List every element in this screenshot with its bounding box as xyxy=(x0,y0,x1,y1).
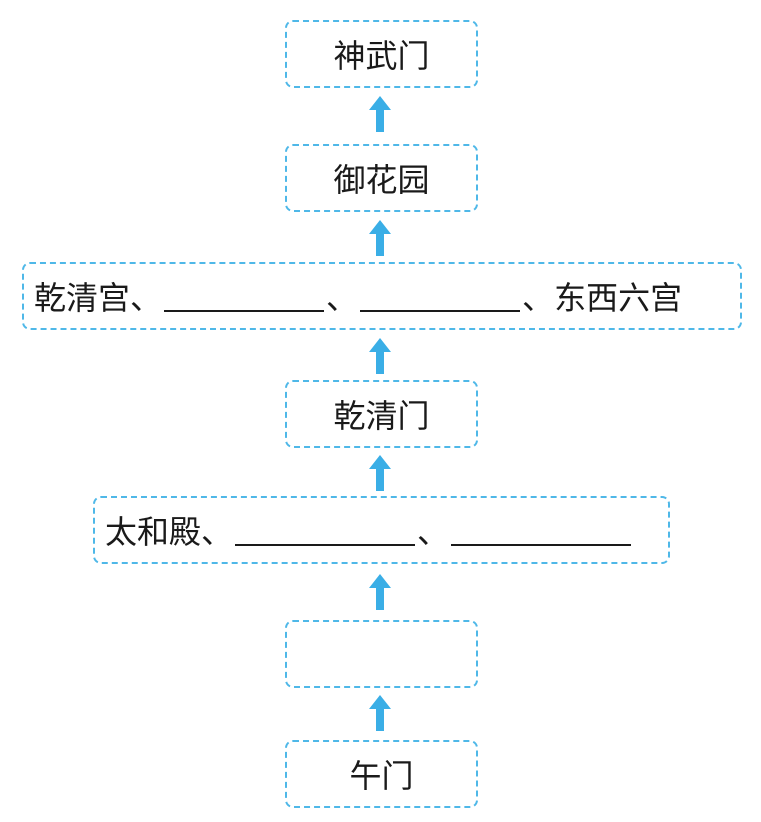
box-label: 神武门 xyxy=(333,37,430,75)
box-qianqinggong-group: 乾清宫 、 、 、 东西六宫 xyxy=(22,262,742,330)
up-arrow-icon xyxy=(369,695,391,731)
up-arrow-icon xyxy=(369,455,391,491)
item-taihedian: 太和殿 xyxy=(105,513,202,551)
up-arrow-icon xyxy=(369,220,391,256)
blank-line xyxy=(360,280,521,312)
separator: 、 xyxy=(522,279,555,317)
up-arrow-icon xyxy=(369,574,391,610)
box-qianqingmen: 乾清门 xyxy=(285,380,478,448)
item-qianqinggong: 乾清宫 xyxy=(34,279,131,317)
blank-line xyxy=(451,514,632,546)
box-shenwumen: 神武门 xyxy=(285,20,478,88)
box-empty xyxy=(285,620,478,688)
item-dongxiliugong: 东西六宫 xyxy=(554,279,683,317)
box-yuhuayuan: 御花园 xyxy=(285,144,478,212)
box-label: 御花园 xyxy=(333,161,430,199)
separator: 、 xyxy=(130,279,163,317)
blank-line xyxy=(164,280,325,312)
up-arrow-icon xyxy=(369,96,391,132)
separator: 、 xyxy=(417,513,450,551)
box-label: 乾清门 xyxy=(333,397,430,435)
separator: 、 xyxy=(201,513,234,551)
blank-line xyxy=(235,514,416,546)
separator: 、 xyxy=(326,279,359,317)
box-wumen: 午门 xyxy=(285,740,478,808)
up-arrow-icon xyxy=(369,338,391,374)
box-label: 午门 xyxy=(349,757,414,795)
box-taihedian-group: 太和殿 、 、 xyxy=(93,496,670,564)
